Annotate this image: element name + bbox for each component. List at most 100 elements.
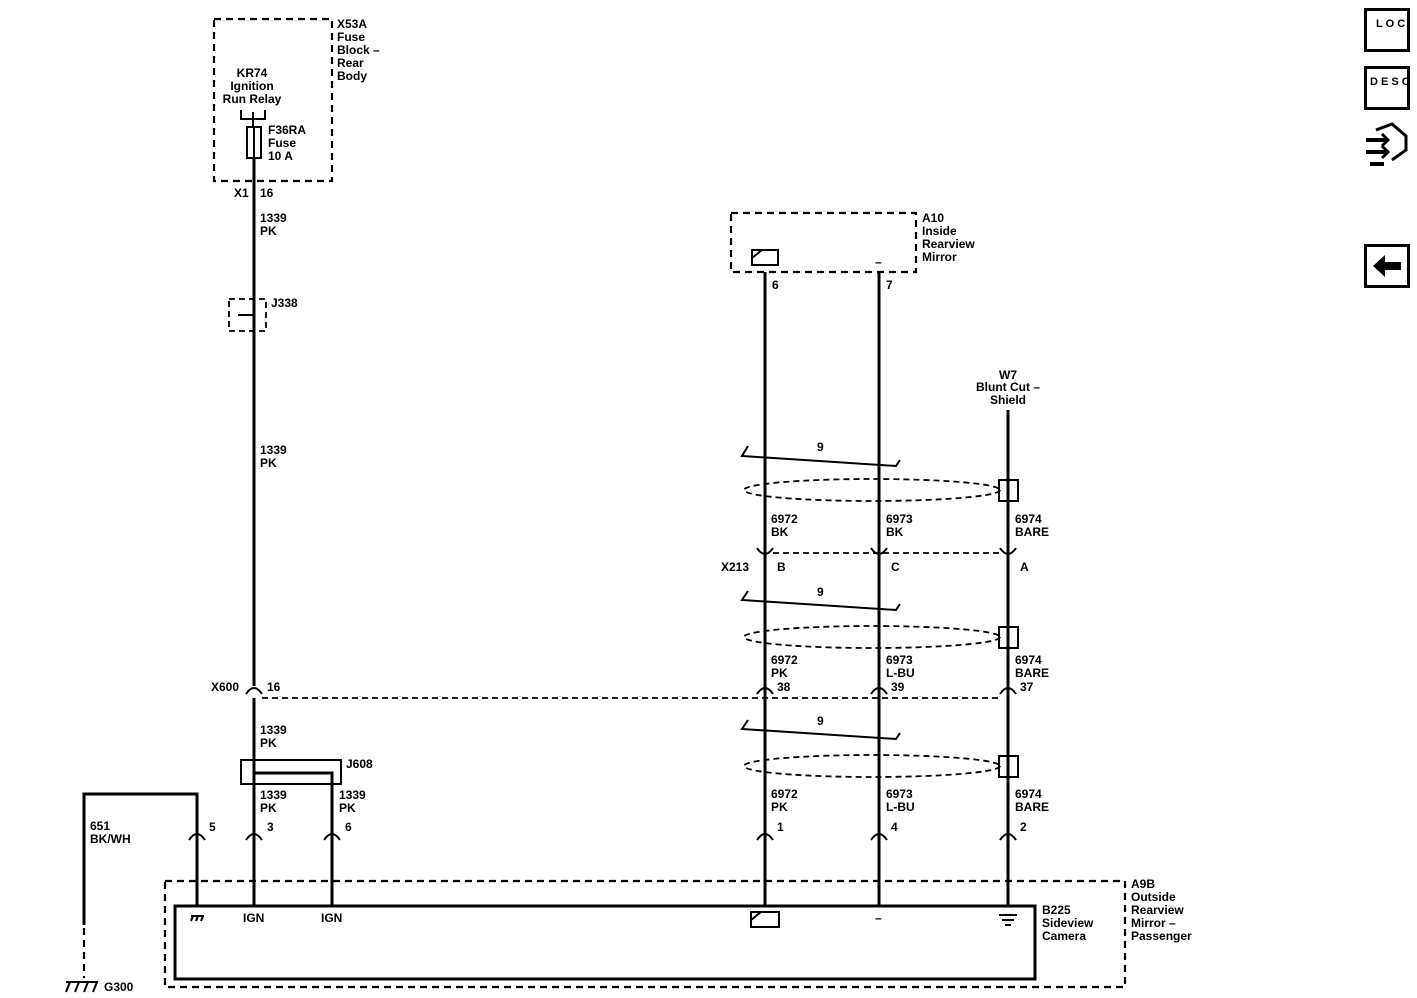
camera-name: B225: [1042, 903, 1071, 917]
mirror-line: Inside: [922, 224, 957, 238]
shield-drain-icon: [998, 479, 1019, 502]
connector-view-button[interactable]: [1362, 122, 1414, 174]
fuse-line: 10 A: [268, 149, 293, 163]
relay-line: Run Relay: [223, 92, 282, 106]
wire-1339-branch: [252, 770, 334, 907]
wire-number: 6974: [1015, 512, 1042, 526]
camera-pin: 1: [777, 820, 784, 834]
wire-color: BARE: [1015, 800, 1049, 814]
twist-count: 9: [817, 440, 824, 454]
wire-number: 1339: [339, 788, 366, 802]
w7-line: Blunt Cut –: [976, 380, 1040, 394]
shield-ellipse: [743, 754, 1001, 778]
splice-j608-icon: [240, 759, 342, 785]
w7-line: Shield: [990, 393, 1026, 407]
wire-number: 1339: [260, 788, 287, 802]
video-signal-icon: [751, 249, 779, 266]
wire-number: 6973: [886, 787, 913, 801]
description-button[interactable]: D E S C: [1364, 66, 1410, 110]
ground-terminal-icon: [190, 915, 204, 922]
splice-label: J608: [346, 757, 373, 771]
nav-letter: L O C: [1376, 18, 1405, 30]
module-line: Rearview: [1131, 903, 1184, 917]
x213-pin: C: [891, 560, 900, 574]
x213-pin: A: [1020, 560, 1029, 574]
wire-color: BK: [886, 525, 904, 539]
back-button[interactable]: [1364, 244, 1410, 288]
module-line: Outside: [1131, 890, 1176, 904]
module-line: Mirror –: [1131, 916, 1176, 930]
mirror-line: Rearview: [922, 237, 975, 251]
wire-651: [82, 792, 199, 925]
connector-terminal-icon: [245, 687, 1017, 695]
shield-ellipse: [743, 478, 1001, 502]
wire-number: 1339: [260, 443, 287, 457]
mirror-line: Mirror: [922, 250, 957, 264]
wire-color: PK: [260, 224, 277, 238]
twist-count: 9: [817, 714, 824, 728]
fuse-icon: [246, 126, 262, 159]
ground-icon: [65, 981, 98, 993]
splice-j338-icon: [228, 298, 267, 332]
twisted-pair-icon: [740, 719, 901, 741]
twist-count: 9: [817, 585, 824, 599]
mirror-pin: 6: [772, 278, 779, 292]
chassis-ground-icon: [999, 914, 1017, 926]
fuse-line: Fuse: [268, 136, 296, 150]
shield-drain-icon: [998, 626, 1019, 649]
camera-line: Camera: [1042, 929, 1086, 943]
shield-drain-icon: [998, 755, 1019, 778]
wire-color: BARE: [1015, 666, 1049, 680]
wire-color: PK: [771, 666, 788, 680]
camera-pin: 5: [209, 820, 216, 834]
w7-name: W7: [999, 368, 1017, 382]
x213-pin: B: [777, 560, 786, 574]
wire-number: 1339: [260, 211, 287, 225]
fuse-block-name: X53A: [337, 17, 367, 31]
wire-color: PK: [339, 801, 356, 815]
camera-body: [173, 904, 1037, 981]
wire-color: PK: [260, 456, 277, 470]
x600-label: X600: [211, 680, 239, 694]
video-signal-icon: [750, 911, 780, 928]
x600-pin: 39: [891, 680, 905, 694]
wire-color: PK: [260, 736, 277, 750]
mirror-outline: [729, 211, 918, 274]
wire-color: PK: [260, 801, 277, 815]
mirror-pin: 7: [886, 278, 893, 292]
twisted-pair-icon: [740, 445, 901, 468]
location-button[interactable]: L O C: [1364, 8, 1410, 52]
connector-icon: [1366, 122, 1408, 166]
fuse-block-outline: [212, 17, 334, 183]
shield-ellipse: [743, 625, 1001, 649]
mirror-minus: –: [875, 255, 882, 269]
wire-color: L-BU: [886, 800, 915, 814]
camera-line: Sideview: [1042, 916, 1094, 930]
fuse-name: F36RA: [268, 123, 306, 137]
x1-connector-label: X1: [234, 186, 249, 200]
wire-number: 6972: [771, 512, 798, 526]
camera-pin: 2: [1020, 820, 1027, 834]
wire-color: BK: [771, 525, 789, 539]
module-line: Passenger: [1131, 929, 1192, 943]
fuse-block-line: Rear: [337, 56, 364, 70]
wire-color: PK: [771, 800, 788, 814]
camera-minus: –: [875, 911, 882, 925]
wire-color: BARE: [1015, 525, 1049, 539]
relay-contact-icon: [240, 110, 266, 127]
wire-number: 6973: [886, 653, 913, 667]
relay-line: Ignition: [230, 79, 273, 93]
x600-pin: 38: [777, 680, 791, 694]
fuse-block-line: Block –: [337, 43, 380, 57]
x600-pin: 37: [1020, 680, 1034, 694]
description-icon: D E S C: [1370, 76, 1410, 88]
x600-pin: 16: [267, 680, 281, 694]
ground-label: G300: [104, 980, 134, 994]
wire-number: 6974: [1015, 653, 1042, 667]
fuse-block-line: Body: [337, 69, 367, 83]
connector-terminal-icon: [188, 833, 1017, 841]
wire-number: 651: [90, 819, 110, 833]
wire-color: L-BU: [886, 666, 915, 680]
fuse-block-line: Fuse: [337, 30, 365, 44]
